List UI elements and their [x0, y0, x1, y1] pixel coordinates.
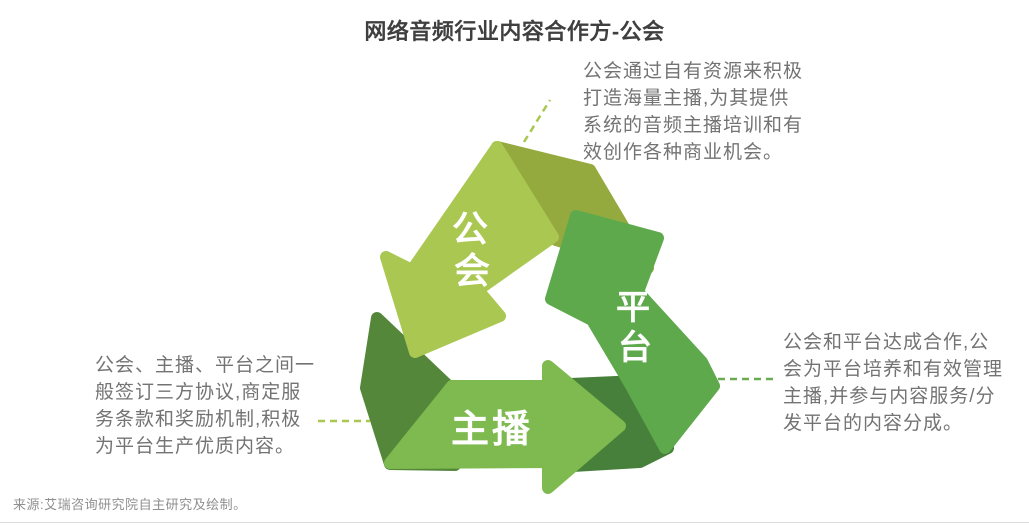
guild-connector-line	[522, 99, 552, 143]
platform-label-char-1: 平	[616, 289, 650, 327]
guild-label-char-1: 公	[452, 208, 488, 249]
platform-label-char-2: 台	[618, 329, 652, 367]
bottom-divider	[0, 522, 1029, 523]
annotation-guild: 公会通过自有资源来积极 打造海量主播,为其提供 系统的音频主播培训和有 效创作各…	[583, 61, 804, 163]
annotation-agreement: 公会、主播、平台之间一 般签订三方协议,商定服 务条款和奖励机制,积极 为平台生…	[95, 355, 316, 457]
guild-arrow	[380, 141, 559, 358]
guild-label-char-2: 会	[454, 250, 490, 291]
annotation-platform: 公会和平台达成合作,公 会为平台培养和有效管理 主播,并参与内容服务/分 发平台…	[783, 332, 1004, 434]
anchor-label: 主播	[451, 409, 533, 451]
page-title: 网络音频行业内容合作方-公会	[364, 19, 665, 44]
platform-arrow	[545, 210, 720, 454]
source-note: 来源:艾瑞咨询研究院自主研究及绘制。	[13, 497, 247, 512]
anchor-arrow	[384, 360, 626, 494]
